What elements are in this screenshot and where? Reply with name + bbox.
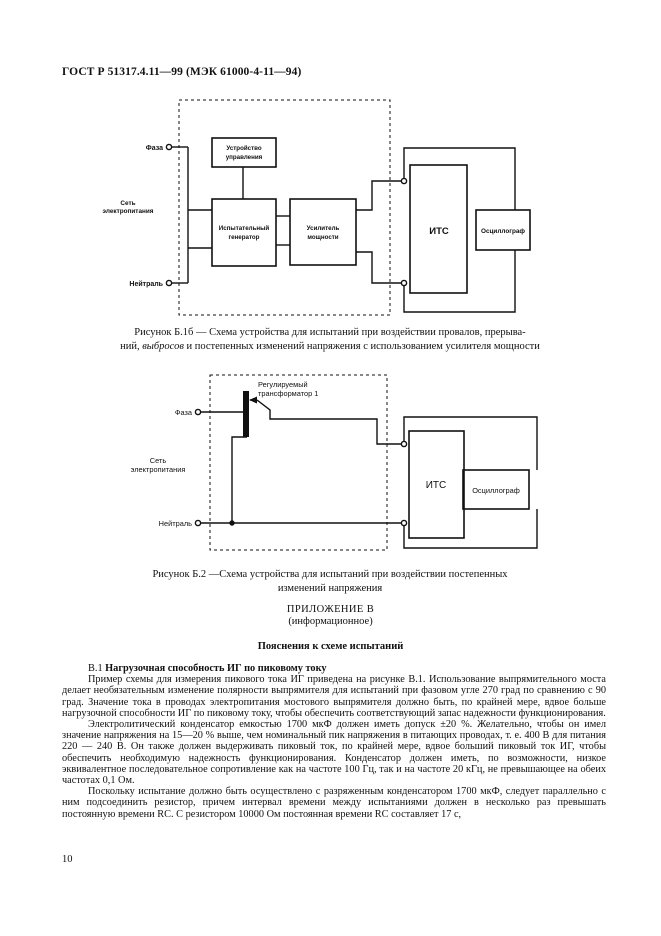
- fig1-network-label-1: Сеть: [120, 200, 135, 207]
- fig1-neutral-label: Нейтраль: [129, 280, 163, 288]
- fig1-generator-label-2: генератор: [229, 234, 260, 241]
- fig2-phase-terminal: [194, 408, 202, 416]
- fig2-wiper-arrow: [249, 396, 257, 404]
- paragraph-2: Электролитический конденсатор емкостью 1…: [62, 719, 606, 787]
- fig1-phase-label: Фаза: [146, 145, 163, 152]
- fig1-network-label-2: электропитания: [102, 208, 153, 215]
- fig2-scope-label: Осциллограф: [472, 486, 520, 495]
- fig2-transformer-label-1: Регулируемый: [258, 380, 308, 389]
- fig1-amplifier-box: [289, 198, 357, 266]
- fig1-generator-label-1: Испытательный: [219, 225, 270, 232]
- appendix-subtitle: (информационное): [288, 616, 373, 627]
- figure1-caption: Рисунок Б.1б — Схема устройства для испы…: [120, 327, 540, 352]
- fig2-dashed-boundary: [209, 374, 388, 551]
- fig1-scope-box: [475, 209, 531, 251]
- fig2-neutral-terminal: [194, 519, 202, 527]
- circuit-diagrams: Фаза Нейтраль Сеть электропитания Устрой…: [102, 99, 538, 551]
- fig2-network-label-2: электропитания: [131, 465, 186, 474]
- fig1-its-box: [409, 164, 468, 294]
- fig2-neutral-label: Нейтраль: [159, 519, 192, 528]
- appendix-title: ПРИЛОЖЕНИЕ В: [286, 604, 375, 615]
- fig1-its-label: ИТС: [429, 226, 449, 237]
- page-number: 10: [62, 854, 73, 865]
- figure2-caption: Рисунок Б.2 —Схема устройства для испыта…: [152, 569, 508, 594]
- paragraph-1: Пример схемы для измерения пикового тока…: [62, 674, 606, 719]
- fig1-phase-terminal: [165, 143, 173, 151]
- fig1-dashed-boundary: [178, 99, 391, 316]
- page-header: ГОСТ Р 51317.4.11—99 (МЭК 61000-4-11—94): [62, 66, 302, 78]
- fig2-its-label: ИТС: [426, 480, 447, 491]
- body-text: В.1 Нагрузочная способность ИГ по пиково…: [62, 663, 606, 820]
- fig2-its-box: [408, 430, 465, 539]
- fig2-transformer-core: [243, 391, 249, 437]
- fig2-network-label-1: Сеть: [150, 456, 167, 465]
- fig2-scope-box: [462, 469, 530, 510]
- fig2-phase-label: Фаза: [175, 408, 193, 417]
- fig1-scope-label: Осциллограф: [481, 228, 525, 235]
- paragraph-3: Поскольку испытание должно быть осуществ…: [62, 786, 606, 820]
- section-heading: В.1 Нагрузочная способность ИГ по пиково…: [88, 663, 327, 674]
- fig1-generator-box: [211, 198, 277, 267]
- fig1-control-box: [211, 137, 277, 168]
- fig2-transformer-label-2: трансформатор 1: [258, 389, 318, 398]
- appendix-heading: Пояснения к схеме испытаний: [257, 641, 404, 652]
- fig1-control-label-1: Устройство: [226, 145, 261, 152]
- fig1-neutral-terminal: [165, 279, 173, 287]
- fig1-amp-label-2: мощности: [307, 234, 338, 241]
- fig1-control-label-2: управления: [226, 154, 263, 161]
- fig1-amp-label-1: Усилитель: [307, 225, 340, 232]
